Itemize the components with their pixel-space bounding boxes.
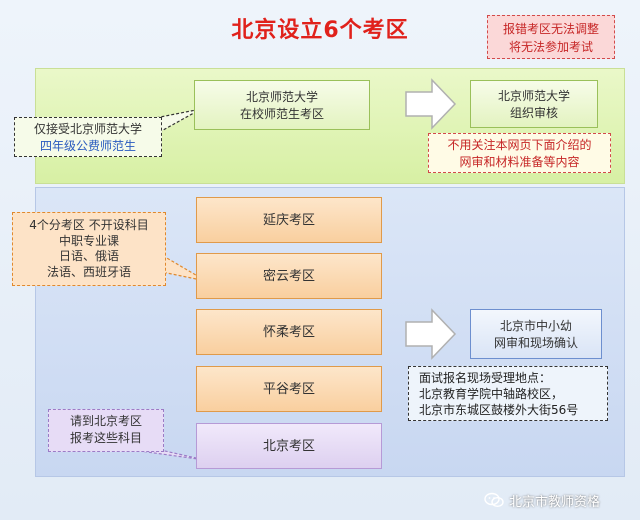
bnu-callout-line-2: 四年级公费师范生 xyxy=(39,139,136,153)
four-callout-line-2: 中职专业课 xyxy=(58,233,119,248)
bnu-box-line-2: 在校师范生考区 xyxy=(239,107,324,121)
district-box-yanqing: 延庆考区 xyxy=(196,197,382,243)
bnu-review-line-2: 组织审核 xyxy=(509,106,558,120)
wechat-icon xyxy=(484,492,504,508)
district-box-pinggu: 平谷考区 xyxy=(196,366,382,412)
bnu-review-line-1: 北京师范大学 xyxy=(497,89,570,103)
warning-note: 报错考区无法调整 将无法参加考试 xyxy=(487,15,615,59)
district-review-line-2: 网审和现场确认 xyxy=(493,336,578,350)
beijing-callout-line-2: 报考这些科目 xyxy=(69,431,142,445)
address-line-2: 北京教育学院中轴路校区， xyxy=(419,387,564,401)
arrow-right-icon xyxy=(405,308,457,360)
district-box-miyun: 密云考区 xyxy=(196,253,382,299)
no-attention-note: 不用关注本网页下面介绍的 网审和材料准备等内容 xyxy=(428,133,611,173)
address-line-3: 北京市东城区鼓楼外大街56号 xyxy=(419,403,579,417)
sub-district-subjects-callout: 4个分考区 不开设科目 中职专业课 日语、俄语 法语、西班牙语 xyxy=(12,212,166,286)
watermark: 北京市教师资格 xyxy=(484,488,634,512)
onsite-address-note: 面试报名现场受理地点： 北京教育学院中轴路校区， 北京市东城区鼓楼外大街56号 xyxy=(408,366,608,421)
warning-line-2: 将无法参加考试 xyxy=(508,40,593,54)
bnu-callout-line-1: 仅接受北京师范大学 xyxy=(33,122,142,136)
bnu-review-box: 北京师范大学 组织审核 xyxy=(470,80,598,128)
four-callout-line-1: 4个分考区 不开设科目 xyxy=(29,218,149,232)
page-title: 北京设立6个考区 xyxy=(231,18,409,43)
bnu-eligibility-callout: 仅接受北京师范大学 四年级公费师范生 xyxy=(14,117,162,157)
arrow-right-icon xyxy=(405,78,457,130)
beijing-district-callout: 请到北京考区 报考这些科目 xyxy=(48,409,164,452)
warning-line-1: 报错考区无法调整 xyxy=(502,22,599,36)
district-review-box: 北京市中小幼 网审和现场确认 xyxy=(470,309,602,359)
four-callout-line-4: 法语、西班牙语 xyxy=(46,264,131,279)
bnu-exam-district-box: 北京师范大学 在校师范生考区 xyxy=(194,80,370,130)
orange-callout-pointer xyxy=(159,252,207,282)
bnu-box-line-1: 北京师范大学 xyxy=(245,90,318,104)
district-box-huairou: 怀柔考区 xyxy=(196,309,382,355)
address-line-1: 面试报名现场受理地点： xyxy=(419,371,552,385)
district-review-line-1: 北京市中小幼 xyxy=(499,319,572,333)
beijing-callout-line-1: 请到北京考区 xyxy=(69,414,142,428)
bnu-callout-pointer xyxy=(149,108,202,135)
no-attention-line-1: 不用关注本网页下面介绍的 xyxy=(447,138,592,152)
no-attention-line-2: 网审和材料准备等内容 xyxy=(459,155,580,169)
four-callout-line-3: 日语、俄语 xyxy=(58,249,119,263)
district-box-beijing: 北京考区 xyxy=(196,423,382,469)
watermark-text: 北京市教师资格 xyxy=(509,494,601,510)
